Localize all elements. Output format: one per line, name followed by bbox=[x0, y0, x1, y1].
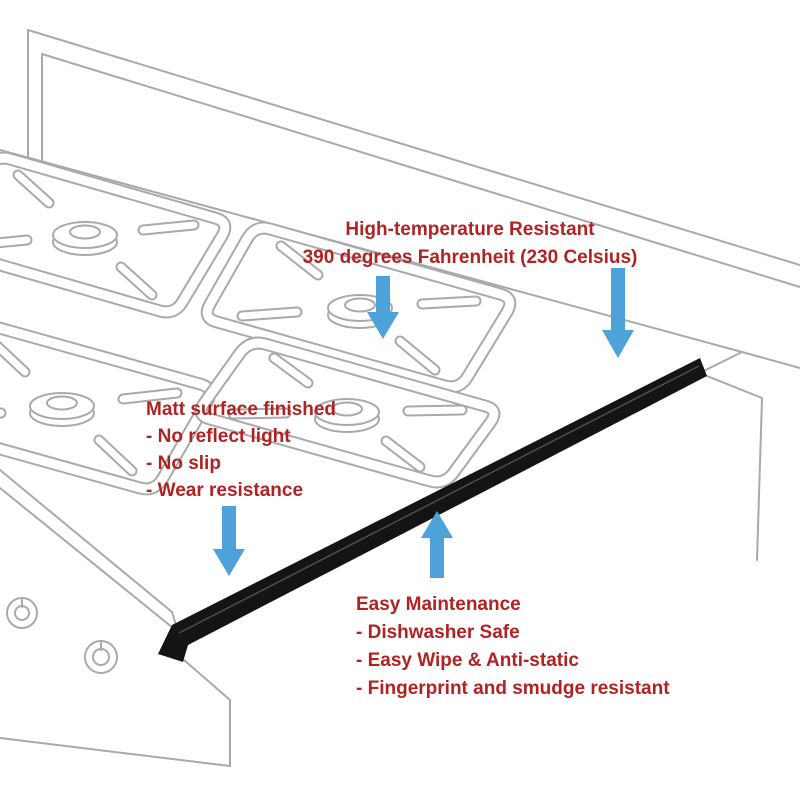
matt-surface-item-3: - Wear resistance bbox=[146, 480, 304, 501]
strip-left-down-arrow-icon bbox=[213, 506, 245, 576]
burner-1 bbox=[52, 221, 118, 256]
matt-surface-item-1: - No reflect light bbox=[146, 426, 291, 447]
annotation-easy-maintenance: Easy Maintenance - Dishwasher Safe - Eas… bbox=[356, 591, 670, 703]
annotation-heat-resistance: High-temperature Resistant 390 degrees F… bbox=[190, 216, 750, 272]
heat-resistance-line2: 390 degrees Fahrenheit (230 Celsius) bbox=[302, 247, 638, 268]
easy-maintenance-item-1: - Dishwasher Safe bbox=[356, 622, 520, 643]
maintenance-up-arrow-icon bbox=[421, 511, 453, 578]
callout-arrows bbox=[213, 268, 634, 578]
strip-right-down-arrow-icon bbox=[602, 268, 634, 358]
burner-grate-4 bbox=[194, 336, 501, 489]
easy-maintenance-title: Easy Maintenance bbox=[356, 594, 521, 615]
control-knob-2 bbox=[84, 640, 118, 674]
control-knob-1 bbox=[6, 597, 38, 629]
burner-grate-2 bbox=[200, 221, 517, 394]
burner-grate-1 bbox=[0, 151, 232, 319]
burner-3 bbox=[29, 392, 95, 427]
gap-cover-strip-highlight bbox=[178, 365, 700, 634]
easy-maintenance-item-3: - Fingerprint and smudge resistant bbox=[356, 678, 670, 699]
countertop-edge bbox=[706, 375, 763, 561]
heat-resistance-line1: High-temperature Resistant bbox=[345, 219, 595, 240]
easy-maintenance-item-2: - Easy Wipe & Anti-static bbox=[356, 650, 579, 671]
front-panel bbox=[0, 597, 231, 767]
matt-surface-title: Matt surface finished bbox=[146, 399, 337, 420]
backsplash bbox=[0, 29, 800, 369]
matt-surface-item-2: - No slip bbox=[146, 453, 221, 474]
gap-cover-strip bbox=[158, 358, 707, 662]
gap-cover-strip-body bbox=[158, 358, 707, 662]
burner-4 bbox=[314, 398, 380, 433]
annotation-matt-surface: Matt surface finished - No reflect light… bbox=[146, 396, 336, 504]
heat-down-arrow-icon bbox=[367, 276, 399, 339]
